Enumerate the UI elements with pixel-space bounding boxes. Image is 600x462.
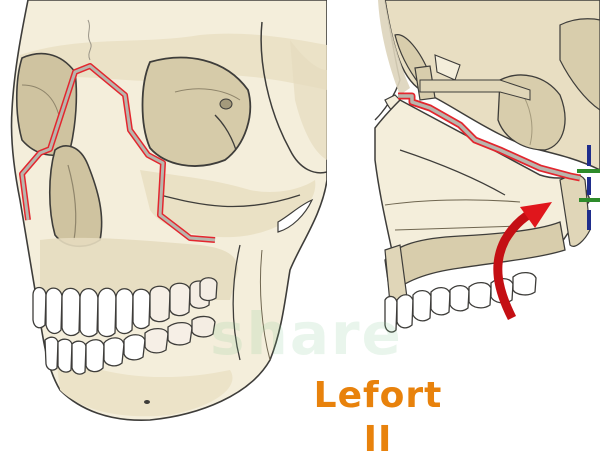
orbit-left: [141, 56, 252, 167]
fracture-line-frontal: [19, 63, 216, 243]
lower-teeth: [44, 315, 216, 375]
maxilla: [40, 237, 238, 301]
zygoma: [140, 170, 316, 238]
right-panel-skull-lateral: [374, 0, 600, 333]
frontonasal-suture: [87, 19, 92, 61]
upper-teeth: [32, 277, 218, 338]
fracture-line-lateral: [398, 92, 581, 182]
alignment-markers: [577, 145, 600, 230]
rotation-arrow-icon: [493, 202, 552, 321]
temporal-line: [260, 21, 327, 174]
illustration-canvas: [10, 0, 600, 422]
watermark-text: share: [210, 300, 403, 368]
alveolar-process: [384, 221, 566, 297]
figure-title: Lefort II: [313, 375, 443, 460]
lefort-ii-illustration: share Lefort II: [10, 0, 600, 460]
left-panel-skull-frontal: [10, 0, 327, 422]
